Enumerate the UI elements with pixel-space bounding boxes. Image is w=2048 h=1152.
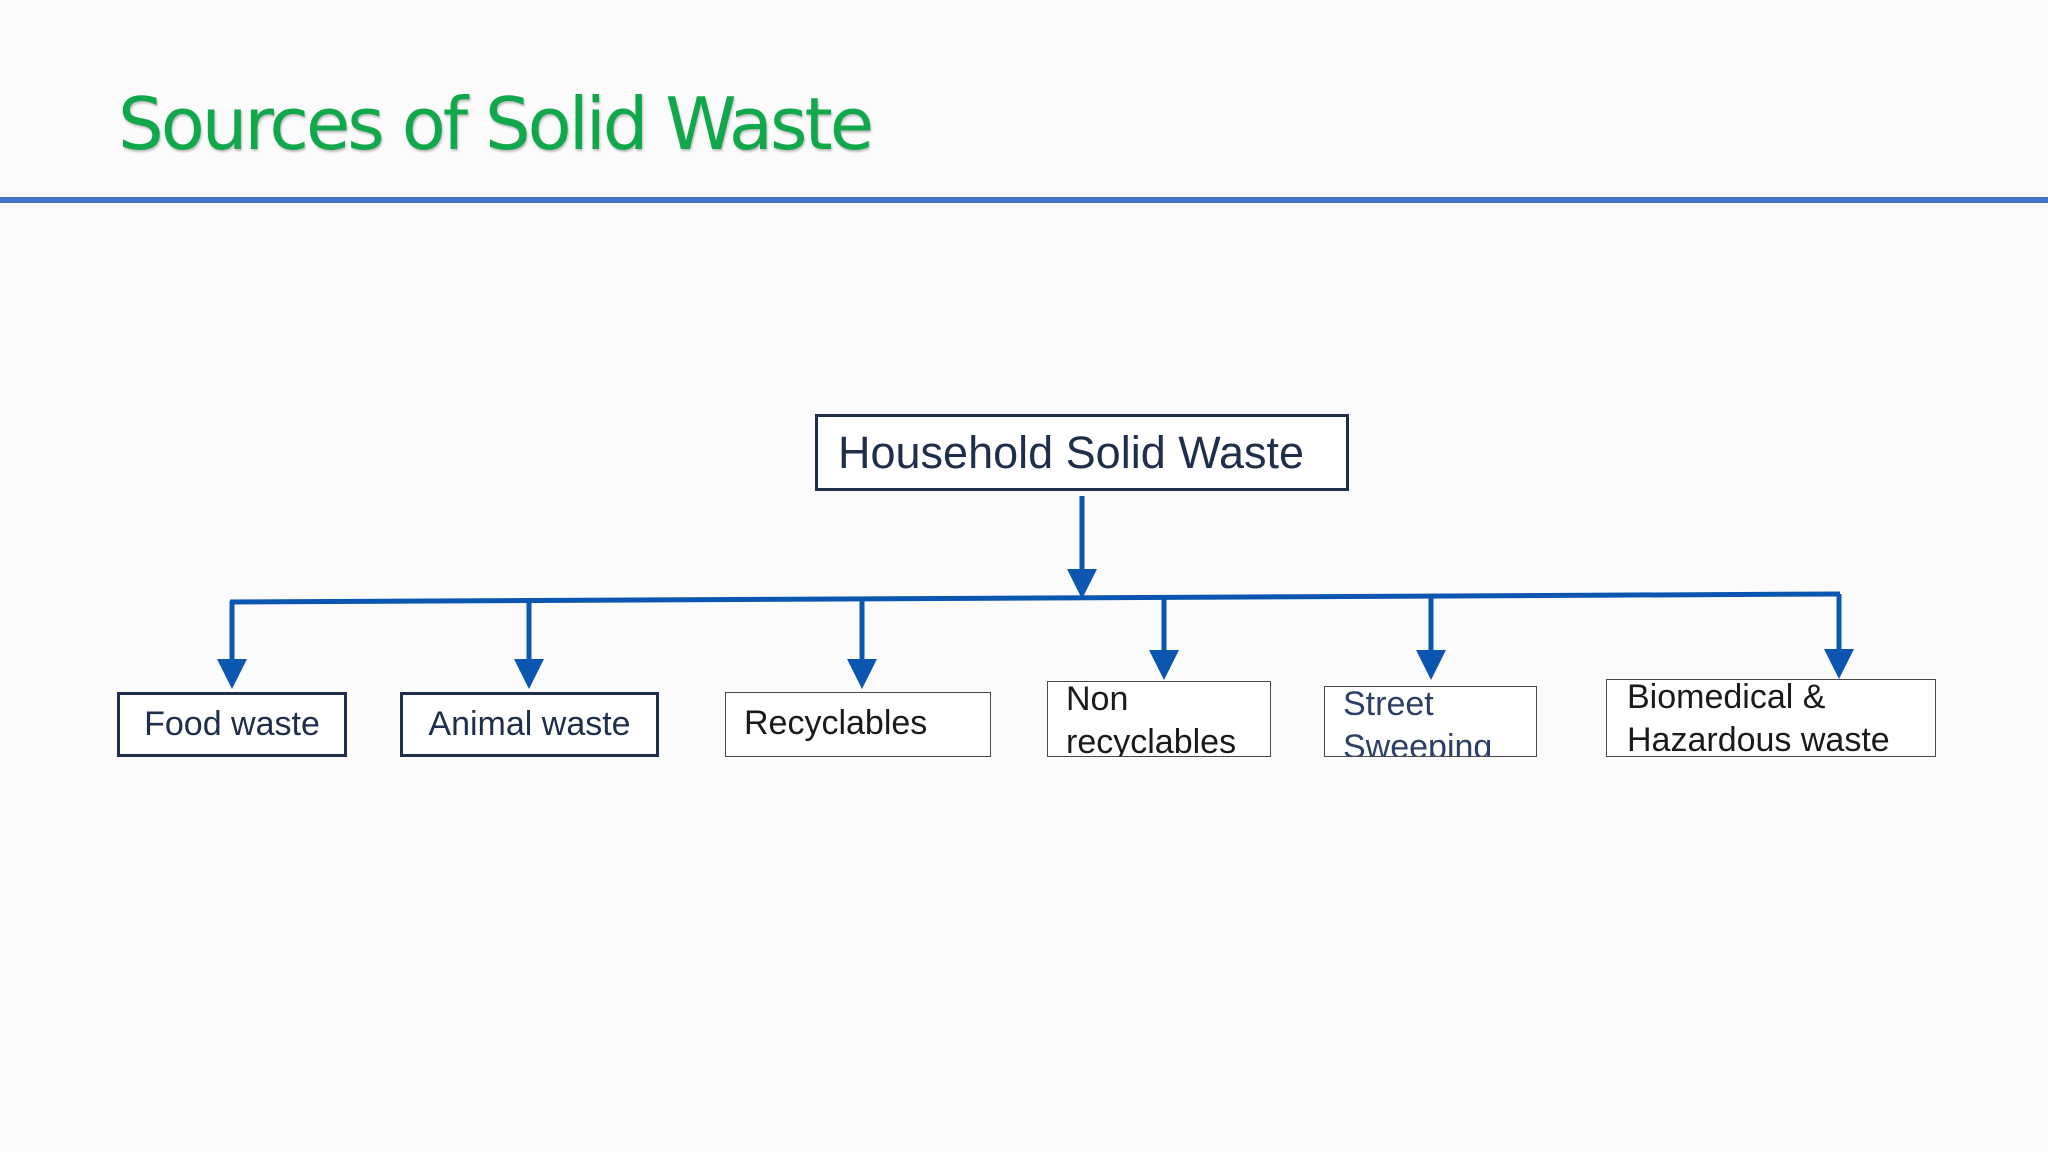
node-street-sweeping: Street Sweeping bbox=[1324, 686, 1537, 757]
node-non-recyclables-line-2: recyclables bbox=[1066, 723, 1237, 757]
slide-title: Sources of Solid Waste bbox=[118, 82, 874, 166]
node-non-recyclables-line-1: Non bbox=[1066, 681, 1129, 718]
node-recyclables: Recyclables bbox=[725, 692, 991, 757]
node-biomedical-line-1: Biomedical & bbox=[1627, 679, 1826, 716]
node-animal-waste: Animal waste bbox=[400, 692, 659, 757]
node-street-sweeping-line-1: Street bbox=[1343, 686, 1434, 723]
node-street-sweeping-line-2: Sweeping bbox=[1343, 728, 1493, 757]
node-non-recyclables: Non recyclables bbox=[1047, 681, 1271, 757]
node-biomedical-line-2: Hazardous waste bbox=[1627, 721, 1890, 757]
node-food-waste: Food waste bbox=[117, 692, 347, 757]
title-divider bbox=[0, 197, 2048, 203]
branch-bar bbox=[229, 591, 1841, 605]
root-node: Household Solid Waste bbox=[815, 414, 1349, 491]
node-biomedical-hazardous-waste: Biomedical & Hazardous waste bbox=[1606, 679, 1936, 757]
